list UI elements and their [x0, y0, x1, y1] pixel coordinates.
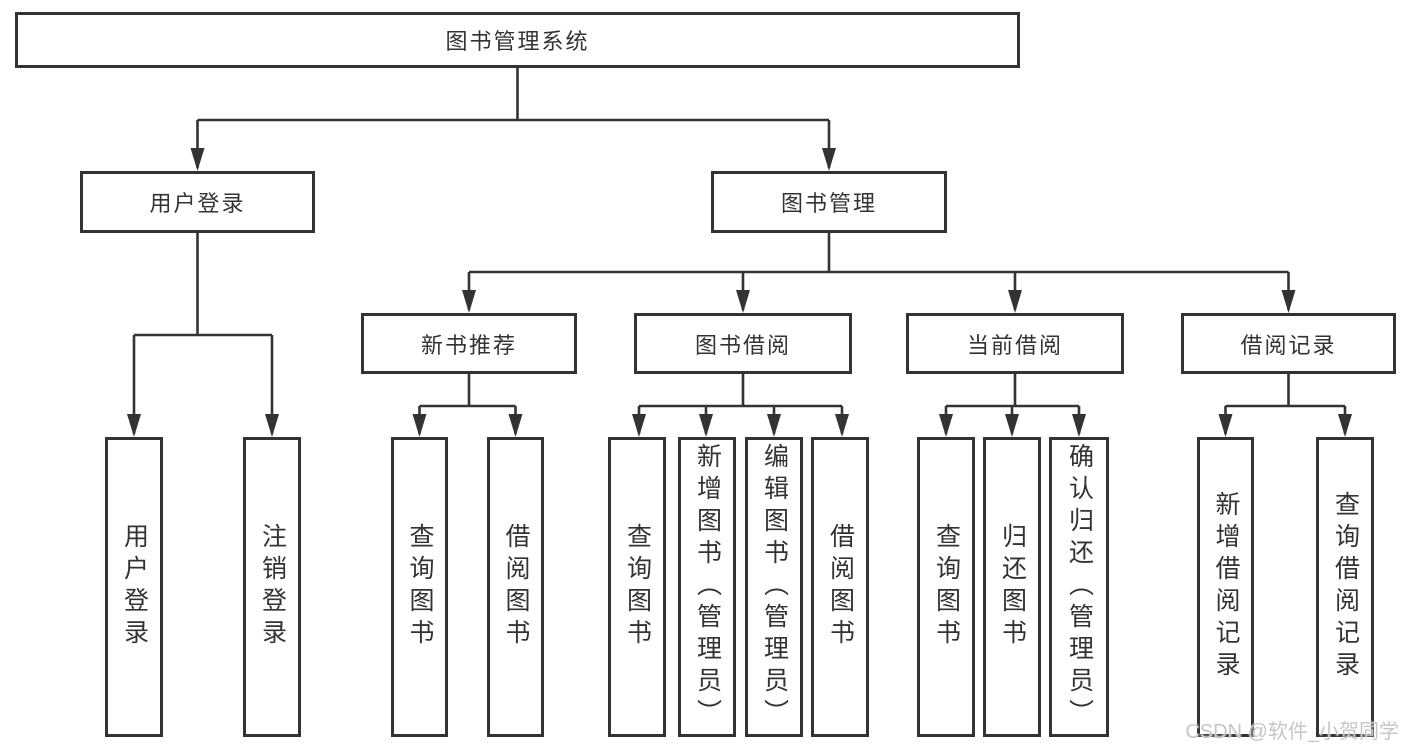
- leaf-logout-label: 注销登录: [258, 523, 287, 651]
- leaf-add-borrow-record: 新增借阅记录: [1197, 437, 1254, 737]
- node-current-borrow: 当前借阅: [906, 313, 1124, 374]
- leaf-borrow-books-recommend: 借阅图书: [487, 437, 544, 737]
- leaf-edit-books-admin: 编辑图书（管理员）: [745, 437, 803, 737]
- leaf-confirm-return-admin: 确认归还（管理员）: [1049, 437, 1109, 737]
- leaf-add-books-admin: 新增图书（管理员）: [678, 437, 736, 737]
- leaf-borrow-books: 借阅图书: [811, 437, 869, 737]
- leaf-logout: 注销登录: [243, 437, 301, 737]
- leaf-user-login-label: 用户登录: [120, 523, 149, 651]
- node-book-management: 图书管理: [711, 171, 947, 233]
- leaf-user-login: 用户登录: [105, 437, 163, 737]
- leaf-query-books-borrow: 查询图书: [608, 437, 666, 737]
- leaf-query-books-recommend: 查询图书: [391, 437, 448, 737]
- csdn-watermark: CSDN @软件_小贺同学: [1185, 721, 1399, 743]
- leaf-query-books-current-label: 查询图书: [932, 523, 961, 651]
- leaf-query-books-current: 查询图书: [917, 437, 975, 737]
- leaf-add-books-admin-label: 新增图书（管理员）: [693, 443, 722, 731]
- leaf-confirm-return-admin-label: 确认归还（管理员）: [1065, 443, 1094, 731]
- leaf-return-books-label: 归还图书: [998, 523, 1027, 651]
- node-book-borrow-label: 图书借阅: [694, 332, 791, 358]
- leaf-query-books-borrow-label: 查询图书: [623, 523, 652, 651]
- leaf-borrow-books-label: 借阅图书: [826, 523, 855, 651]
- node-current-borrow-label: 当前借阅: [966, 332, 1063, 358]
- node-book-management-label: 图书管理: [780, 191, 877, 216]
- leaf-borrow-books-recommend-label: 借阅图书: [502, 523, 530, 651]
- leaf-query-books-recommend-label: 查询图书: [406, 523, 434, 651]
- node-book-borrow: 图书借阅: [634, 313, 852, 374]
- node-user-login: 用户登录: [80, 171, 315, 233]
- node-borrow-records: 借阅记录: [1181, 313, 1396, 374]
- node-new-book-recommend: 新书推荐: [361, 313, 577, 374]
- arrowheads: [127, 148, 1352, 437]
- node-user-login-label: 用户登录: [149, 191, 246, 216]
- leaf-add-borrow-record-label: 新增借阅记录: [1212, 491, 1240, 683]
- node-new-book-recommend-label: 新书推荐: [420, 332, 517, 358]
- connector-lines: [132, 68, 1347, 434]
- leaf-return-books: 归还图书: [983, 437, 1041, 737]
- leaf-edit-books-admin-label: 编辑图书（管理员）: [760, 443, 789, 731]
- node-borrow-records-label: 借阅记录: [1240, 332, 1337, 358]
- leaf-query-borrow-record: 查询借阅记录: [1316, 437, 1374, 737]
- node-root-system: 图书管理系统: [15, 12, 1020, 68]
- leaf-query-borrow-record-label: 查询借阅记录: [1331, 491, 1360, 683]
- node-root-label: 图书管理系统: [445, 29, 590, 54]
